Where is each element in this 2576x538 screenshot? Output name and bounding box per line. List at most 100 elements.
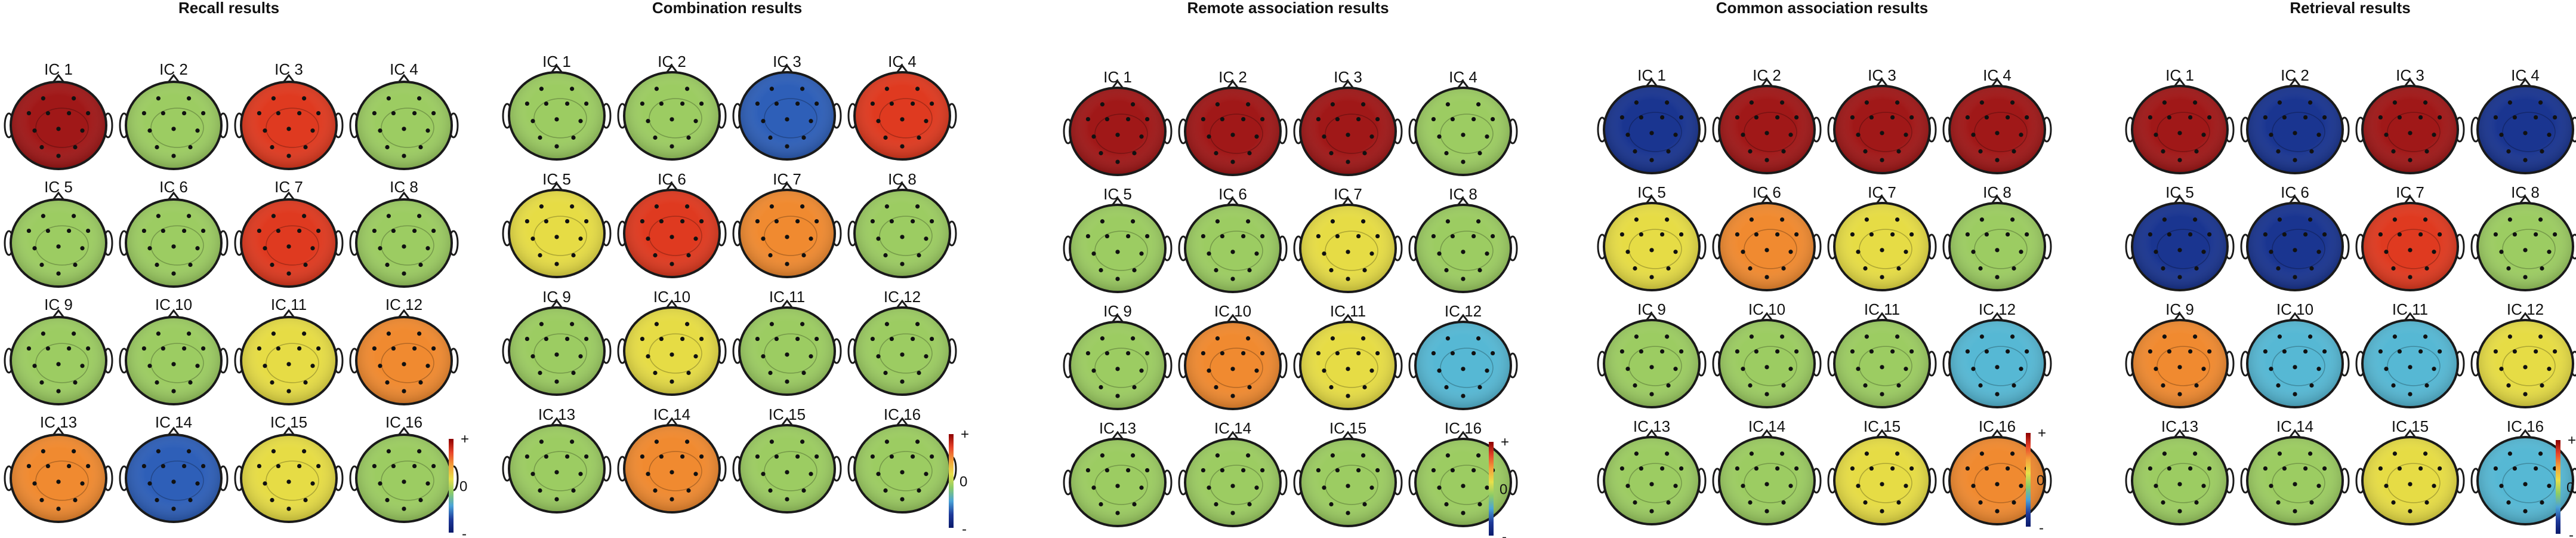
topomap-4: IC 4 <box>847 53 957 161</box>
electrode-dot <box>870 219 875 224</box>
contour-line <box>1440 113 1494 154</box>
topomap-7: IC 7 <box>1827 183 1937 291</box>
electrode-dot <box>2523 158 2528 162</box>
electrode-dot <box>1634 334 1639 339</box>
electrode-dot <box>171 506 176 511</box>
electrode-dot <box>1741 367 1745 371</box>
electrode-dot <box>1260 233 1265 239</box>
electrode-dot <box>1633 266 1637 271</box>
electrode-dot <box>188 262 193 268</box>
electrode-dot <box>2512 349 2517 354</box>
electrode-dot <box>1909 232 1914 237</box>
head-shading <box>1071 89 1164 174</box>
electrode-dot <box>425 364 430 368</box>
electrode-dot <box>539 87 544 91</box>
electrode-dot <box>1105 233 1109 239</box>
colorbar-zero-label: 0 <box>960 474 967 490</box>
topomap-3: IC 3 <box>1293 68 1403 176</box>
electrode-dot <box>1639 232 1643 237</box>
electrode-dot <box>171 153 176 158</box>
electrode-dot <box>2424 383 2429 388</box>
electrode-dot <box>1880 275 1884 279</box>
electrode-dot <box>2188 466 2193 471</box>
electrode-dot <box>2408 248 2413 253</box>
electrode-dot <box>286 244 291 249</box>
electrode-dot <box>571 135 576 140</box>
electrode-dot <box>883 370 888 376</box>
electrode-dot <box>45 228 50 233</box>
electrode-dot <box>915 439 920 444</box>
electrode-dot <box>2316 367 2321 371</box>
topomap-11: IC 11 <box>234 296 344 405</box>
contour-line <box>2502 112 2556 152</box>
electrode-dot <box>544 101 549 106</box>
electrode-dot <box>1666 266 1671 271</box>
electrode-dot <box>45 346 50 351</box>
electrode-dot <box>1437 134 1442 139</box>
electrode-dot <box>1491 233 1495 239</box>
electrode-dot <box>1649 509 1654 514</box>
electrode-dot <box>2322 466 2327 471</box>
electrode-dot <box>1471 351 1476 356</box>
electrode-dot <box>889 101 894 106</box>
electrode-dot <box>141 463 146 469</box>
electrode-dot <box>795 101 800 106</box>
electrode-dot <box>378 481 382 486</box>
electrode-dot <box>1781 149 1786 154</box>
electrode-dot <box>917 370 921 376</box>
contour-line <box>2157 112 2210 152</box>
head-shading <box>1301 323 1395 408</box>
electrode-dot <box>2408 365 2413 370</box>
head-shading <box>1186 323 1279 408</box>
electrode-dot <box>39 380 44 385</box>
electrode-dot <box>2006 115 2010 120</box>
electrode-dot <box>263 128 267 133</box>
electrode-dot <box>302 96 307 101</box>
topomap-3: IC 3 <box>732 53 842 161</box>
electrode-dot <box>1461 133 1466 137</box>
electrode-dot <box>418 145 423 150</box>
electrode-dot <box>391 110 396 116</box>
electrode-dot <box>2553 349 2558 354</box>
electrode-dot <box>1890 466 1895 471</box>
contour-line <box>1210 230 1263 271</box>
electrode-dot <box>2177 392 2182 396</box>
electrode-dot <box>774 101 779 106</box>
electrode-dot <box>195 364 200 368</box>
electrode-dot <box>1220 468 1224 473</box>
electrode-dot <box>2384 484 2389 488</box>
topomap-11: IC 11 <box>732 288 842 396</box>
electrode-dot <box>1247 385 1252 390</box>
electrode-dot <box>670 379 674 384</box>
electrode-dot <box>1788 250 1793 254</box>
contour-line <box>150 107 204 148</box>
electrode-dot <box>385 497 390 503</box>
electrode-dot <box>2188 349 2193 354</box>
electrode-dot <box>1105 351 1109 356</box>
electrode-dot <box>815 336 819 342</box>
electrode-dot <box>1909 115 1914 120</box>
head-shading <box>1301 206 1395 291</box>
electrode-dot <box>2303 232 2308 237</box>
electrode-dot <box>659 336 664 342</box>
electrode-dot <box>1794 349 1799 354</box>
electrode-dot <box>1971 484 1976 488</box>
electrode-dot <box>2263 232 2268 237</box>
electrode-dot <box>1869 349 1874 354</box>
electrode-dot <box>1869 232 1874 237</box>
electrode-dot <box>1649 365 1654 370</box>
electrode-dot <box>800 204 805 209</box>
electrode-dot <box>889 336 894 342</box>
electrode-dot <box>1322 134 1326 139</box>
electrode-dot <box>2006 232 2010 237</box>
topomap-13: IC 13 <box>4 413 113 523</box>
contour-line <box>649 333 702 374</box>
topomap-7: IC 7 <box>234 178 344 288</box>
electrode-dot <box>1461 159 1466 164</box>
electrode-dot <box>538 253 542 258</box>
electrode-dot <box>1346 250 1350 254</box>
topomap-5: IC 5 <box>502 170 612 278</box>
electrode-dot <box>1673 484 1678 488</box>
